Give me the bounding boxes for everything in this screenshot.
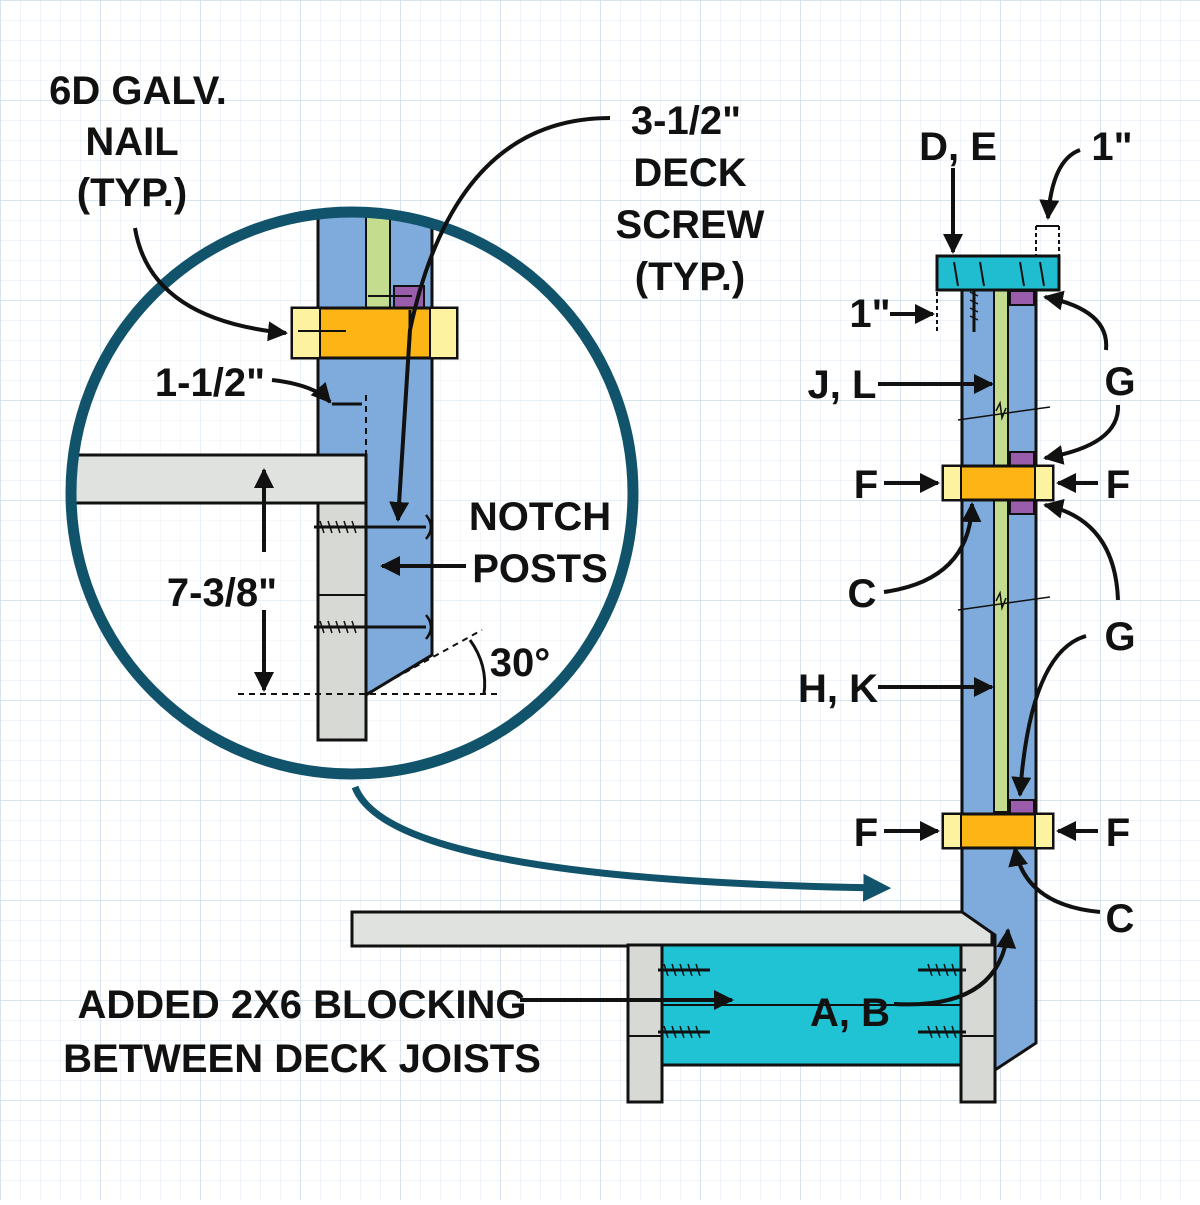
label-screw-line1: 3-1/2" bbox=[631, 99, 741, 143]
spacer-lower bbox=[941, 812, 1055, 850]
label-nail-line2: NAIL bbox=[85, 120, 178, 164]
detail-leaders bbox=[133, 116, 611, 695]
spacer-upper bbox=[941, 464, 1055, 502]
deck-board-main bbox=[350, 910, 994, 948]
label-hk: H, K bbox=[798, 667, 878, 711]
label-screw-line4: (TYP.) bbox=[635, 255, 745, 299]
label-dim-7-3-8: 7-3/8" bbox=[167, 571, 277, 615]
label-blocking-line1: ADDED 2X6 BLOCKING bbox=[78, 983, 527, 1027]
detail-circle-border bbox=[65, 206, 639, 780]
label-f-upper-right: F bbox=[1106, 463, 1130, 507]
main-leaders bbox=[520, 148, 1121, 1010]
label-ab: A, B bbox=[810, 991, 890, 1035]
label-nail-line1: 6D GALV. bbox=[49, 69, 227, 113]
label-de: D, E bbox=[919, 125, 997, 169]
label-angle: 30° bbox=[490, 641, 551, 685]
label-blocking-line2: BETWEEN DECK JOISTS bbox=[63, 1037, 541, 1081]
label-f-lower-right: F bbox=[1106, 811, 1130, 855]
label-jl: J, L bbox=[808, 363, 877, 407]
label-one-inch-side: 1" bbox=[849, 292, 890, 336]
label-notch-line2: POSTS bbox=[472, 547, 608, 591]
label-g-1: G bbox=[1104, 360, 1135, 404]
deck-board-detail bbox=[71, 453, 368, 505]
label-one-inch-top: 1" bbox=[1091, 125, 1132, 169]
label-c-lower: C bbox=[1106, 897, 1135, 941]
wedges-g bbox=[1009, 290, 1035, 815]
joist-right bbox=[959, 943, 997, 1104]
label-screw-line3: SCREW bbox=[616, 203, 765, 247]
detail-circle bbox=[65, 206, 639, 780]
label-notch-line1: NOTCH bbox=[469, 495, 611, 539]
label-f-lower-left: F bbox=[854, 811, 878, 855]
label-c-upper: C bbox=[848, 572, 877, 616]
label-nail-line3: (TYP.) bbox=[77, 171, 187, 215]
joist-left bbox=[626, 943, 664, 1104]
label-g-2: G bbox=[1104, 615, 1135, 659]
label-f-upper-left: F bbox=[854, 463, 878, 507]
label-dim-1-1-2: 1-1/2" bbox=[155, 361, 265, 405]
panel-slot-main bbox=[993, 289, 1009, 813]
detail-connector-arrow bbox=[351, 785, 892, 902]
label-screw-line2: DECK bbox=[633, 151, 746, 195]
joist-detail bbox=[316, 501, 368, 742]
